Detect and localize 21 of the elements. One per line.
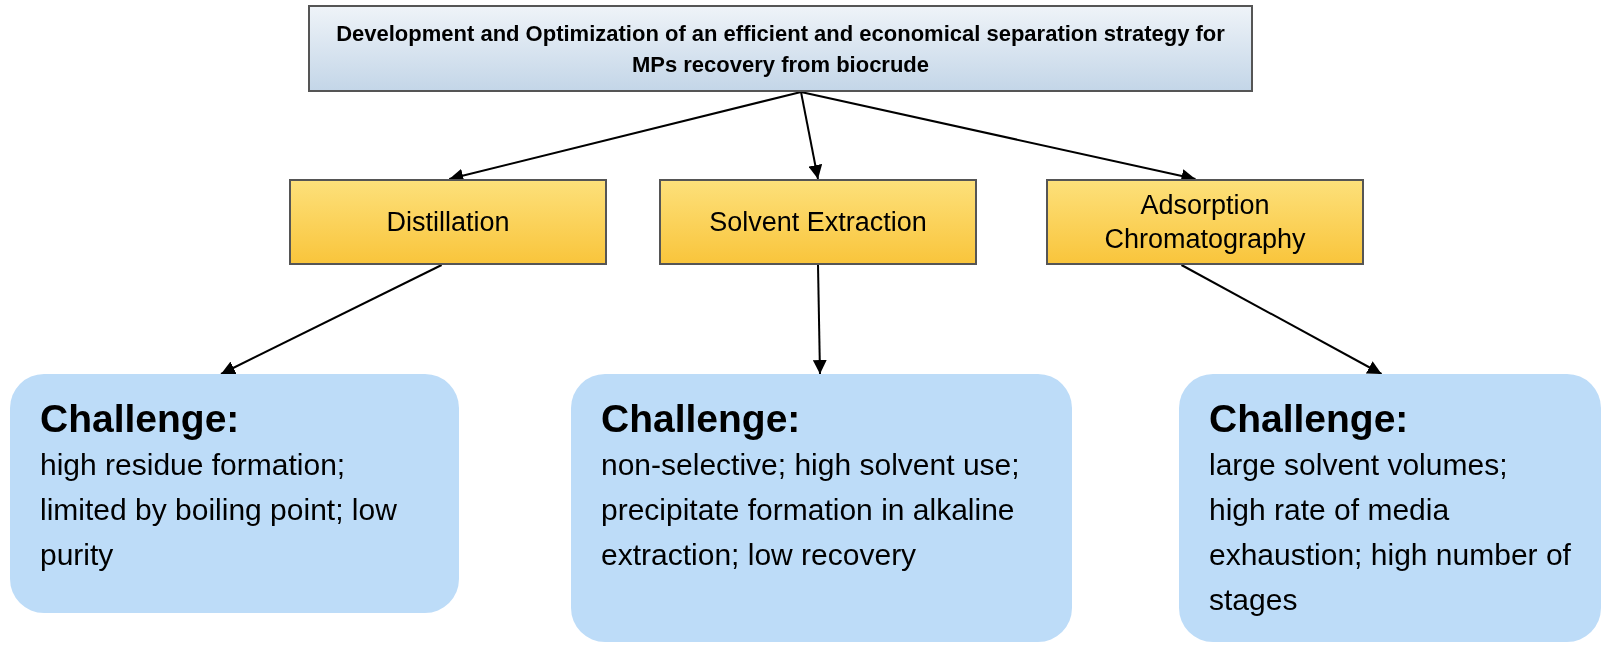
challenge-heading: Challenge: [40,396,241,442]
arrow [800,91,823,180]
challenge-box [571,374,1072,642]
arrow [220,264,443,375]
challenge-box [1179,374,1601,642]
arrow [812,264,827,375]
method-label: Adsorption Chromatography [1103,189,1307,256]
challenge-heading: Challenge: [601,396,802,442]
title-box [308,5,1253,92]
challenge-text: non-selective; high solvent use; precipitate formation in alkaline extraction; low recovery [601,447,1021,573]
arrow [1180,264,1383,375]
challenge-text: large solvent volumes; high rate of media exhaustion; high number of stages [1209,447,1571,618]
method-label: Solvent Extraction [709,206,927,239]
title-text: Development and Optimization of an efficient and economical separation strategy for MPs recovery from biocrude [335,19,1226,79]
challenge-heading: Challenge: [1209,396,1410,442]
challenge-text: high residue formation; limited by boiling point; low purity [40,447,398,573]
method-box [1046,179,1364,265]
method-box [289,179,607,265]
challenge-box [10,374,459,613]
method-box [659,179,977,265]
method-label: Distillation [386,206,510,239]
